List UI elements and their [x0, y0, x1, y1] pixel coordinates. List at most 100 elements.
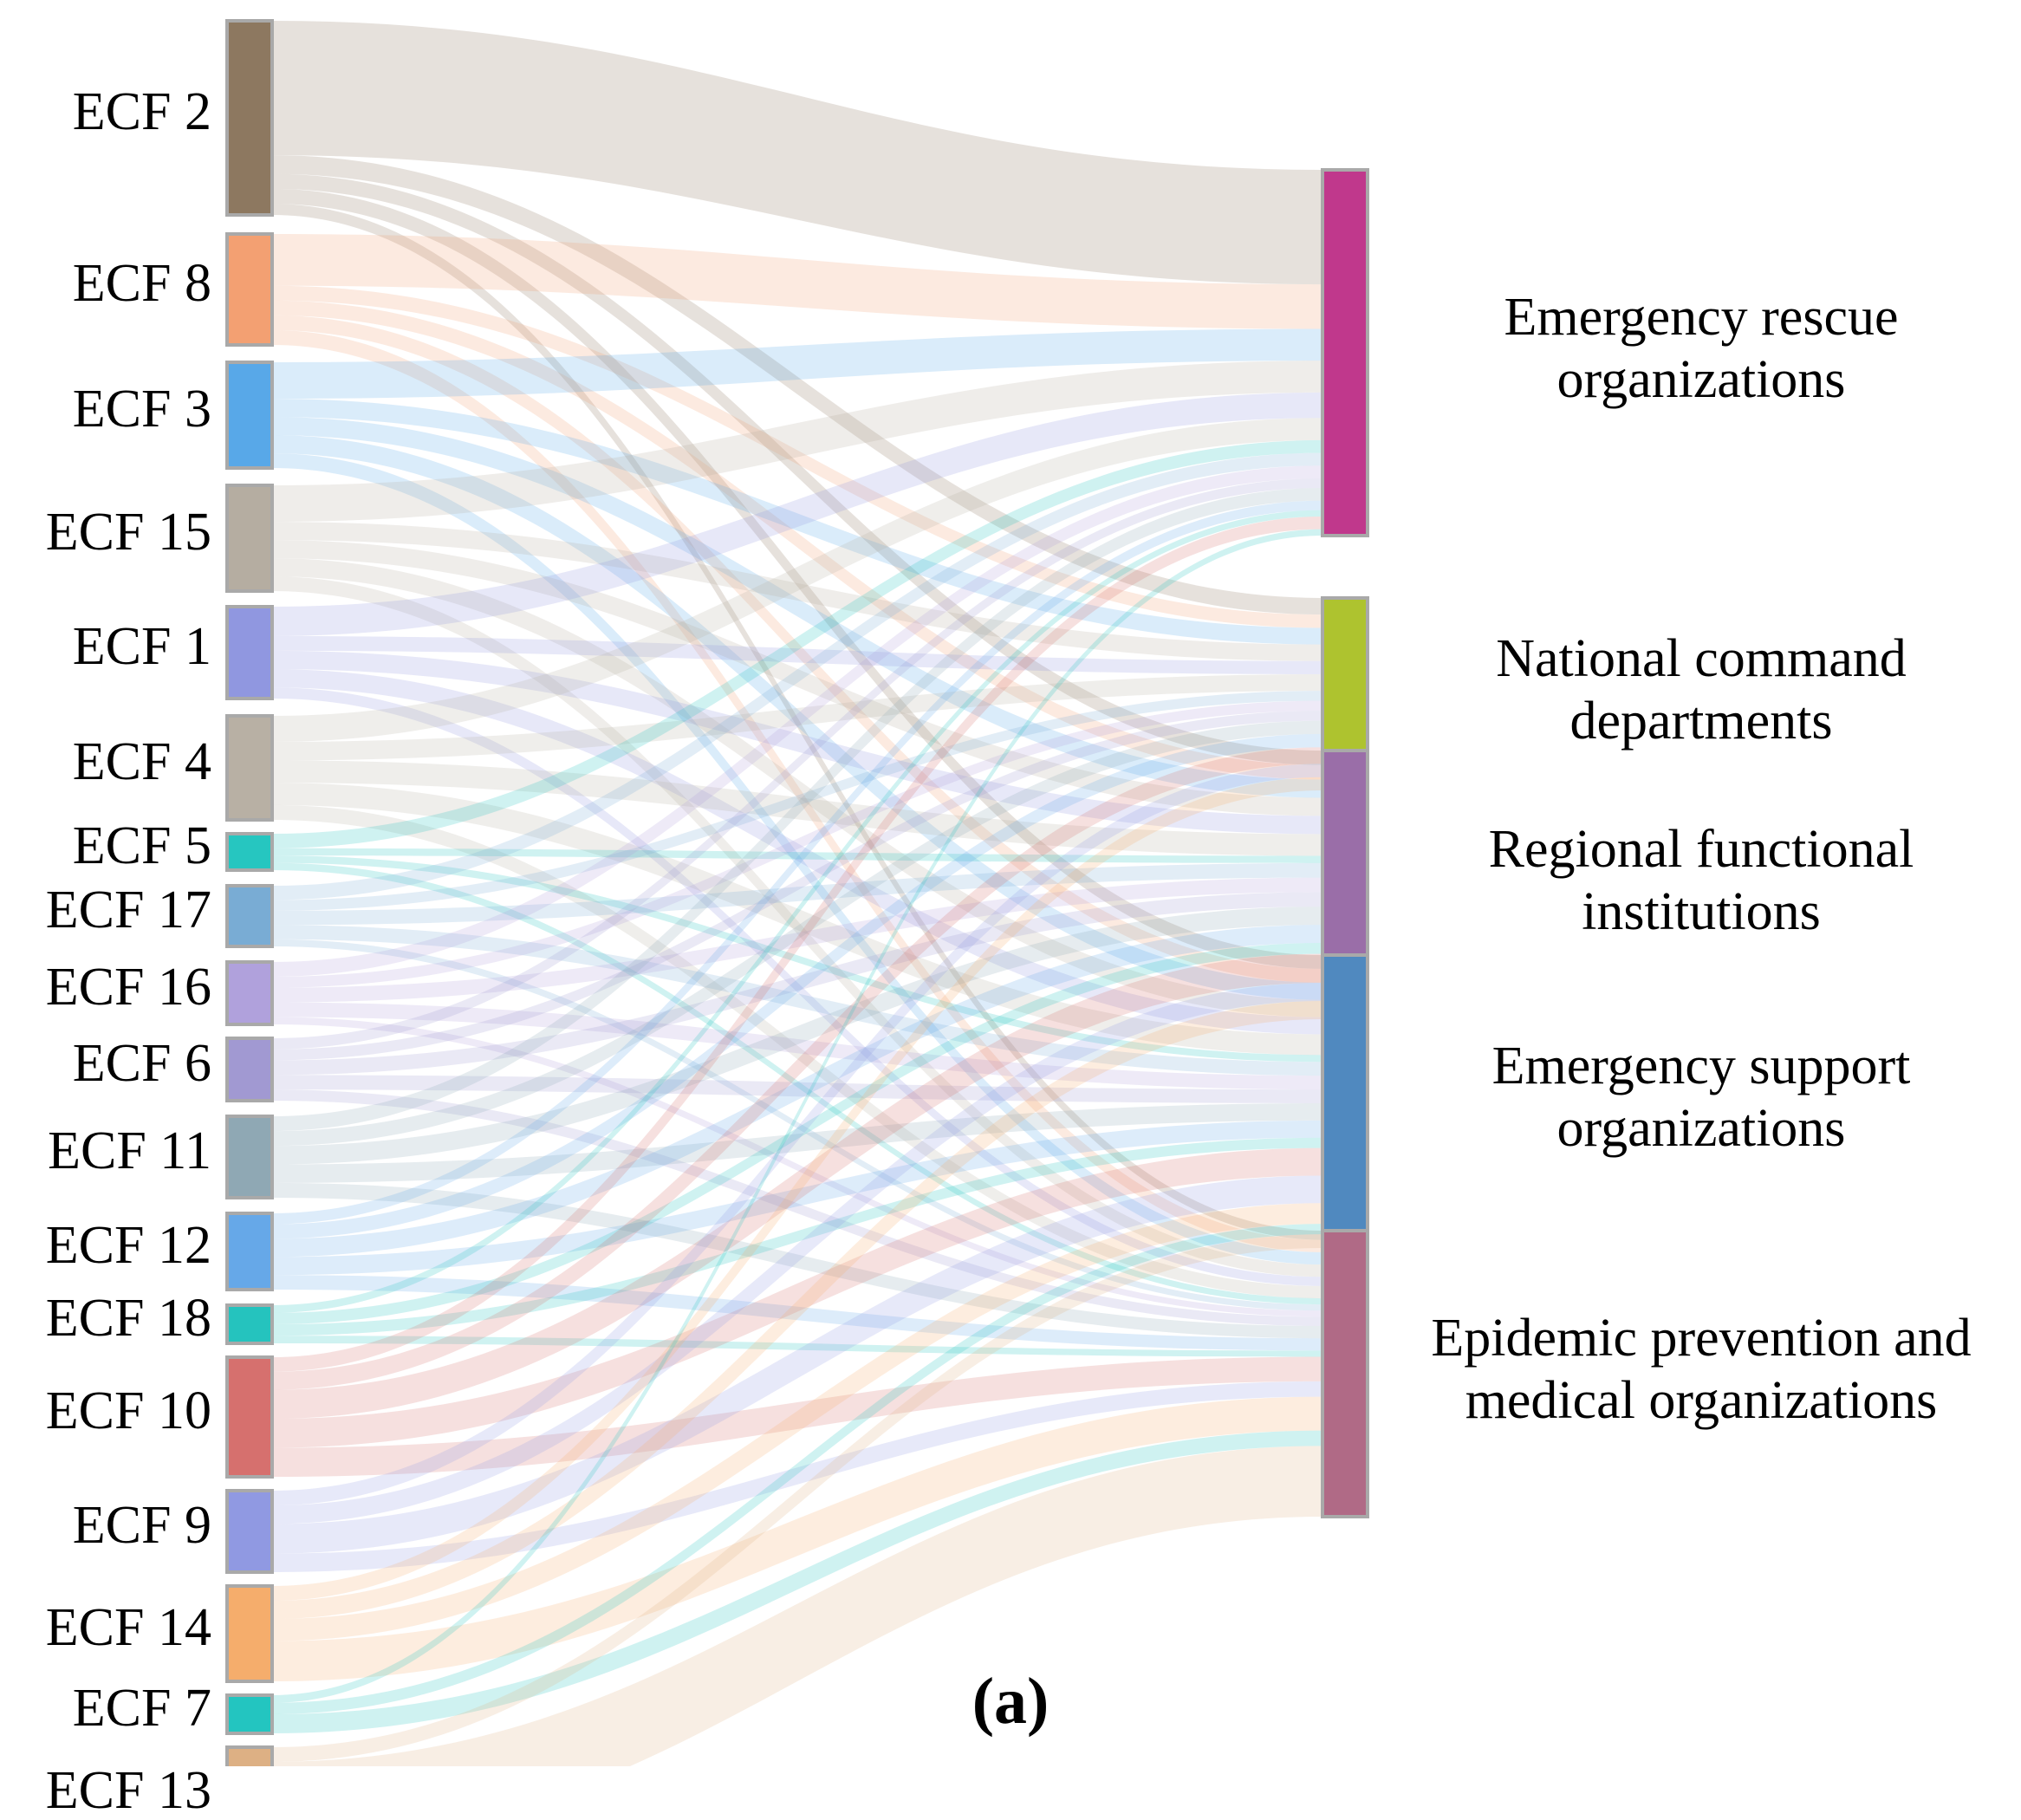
- sankey-link: [272, 361, 1322, 523]
- source-label-ecf-1: ECF 1: [72, 617, 211, 676]
- source-node-ecf-11[interactable]: [225, 1115, 274, 1199]
- sankey-link: [272, 1137, 1322, 1336]
- sankey-link: [272, 1234, 1322, 1762]
- source-node-ecf-2[interactable]: [225, 19, 274, 217]
- sankey-link: [272, 862, 1322, 1305]
- target-label-rfi: Regional functional institutions: [1488, 820, 1914, 941]
- sankey-link: [272, 399, 1322, 645]
- sankey-link: [272, 1120, 1322, 1276]
- target-label-eso: Emergency support organizations: [1491, 1037, 1911, 1158]
- source-node-ecf-18[interactable]: [225, 1303, 274, 1345]
- sankey-link: [272, 478, 1322, 1050]
- sankey-link: [272, 700, 1322, 988]
- sankey-link: [272, 392, 1322, 636]
- source-node-ecf-3[interactable]: [225, 361, 274, 470]
- sankey-svg: [225, 19, 1369, 1766]
- sankey-link: [272, 1356, 1322, 1477]
- sankey-link: [272, 465, 1322, 977]
- sankey-link: [272, 983, 1322, 1524]
- sankey-link: [272, 939, 1322, 1311]
- sankey-link: [272, 417, 1322, 798]
- sankey-link: [272, 687, 1322, 1286]
- sankey-link: [272, 892, 1322, 1076]
- source-label-ecf-3: ECF 3: [72, 380, 211, 439]
- source-node-ecf-5[interactable]: [225, 832, 274, 872]
- sankey-link: [272, 943, 1322, 1324]
- sankey-link: [272, 1182, 1322, 1339]
- sankey-link: [272, 1075, 1322, 1103]
- sankey-link: [272, 204, 1322, 1240]
- source-node-ecf-16[interactable]: [225, 960, 274, 1026]
- source-node-ecf-13[interactable]: [225, 1745, 274, 1766]
- sankey-links-layer: [272, 21, 1322, 1766]
- source-label-ecf-2: ECF 2: [72, 82, 211, 141]
- sankey-link: [272, 188, 1322, 969]
- sankey-link: [272, 329, 1322, 1252]
- source-label-ecf-6: ECF 6: [72, 1034, 211, 1093]
- sankey-link: [272, 452, 1322, 900]
- source-node-ecf-15[interactable]: [225, 484, 274, 593]
- sankey-link: [272, 1175, 1322, 1554]
- sankey-link: [272, 1089, 1322, 1326]
- sankey-link: [272, 510, 1322, 1313]
- sankey-link: [272, 234, 1322, 329]
- source-label-ecf-4: ECF 4: [72, 732, 211, 791]
- source-node-ecf-8[interactable]: [225, 232, 274, 347]
- sankey-link: [272, 516, 1322, 1372]
- source-label-ecf-12: ECF 12: [45, 1216, 211, 1275]
- target-label-ncd: National command departments: [1496, 629, 1907, 751]
- target-node-eso[interactable]: [1321, 953, 1369, 1250]
- sankey-link: [272, 650, 1322, 835]
- source-node-ecf-17[interactable]: [225, 884, 274, 948]
- source-label-ecf-16: ECF 16: [45, 958, 211, 1017]
- source-label-ecf-18: ECF 18: [45, 1289, 211, 1348]
- source-node-ecf-6[interactable]: [225, 1037, 274, 1102]
- sankey-link: [272, 1446, 1322, 1766]
- source-label-ecf-15: ECF 15: [45, 503, 211, 562]
- sankey-link: [272, 1001, 1322, 1620]
- source-node-ecf-7[interactable]: [225, 1693, 274, 1735]
- source-label-ecf-13: ECF 13: [45, 1761, 211, 1820]
- sankey-link: [272, 760, 1322, 856]
- source-node-ecf-10[interactable]: [225, 1355, 274, 1479]
- sankey-link: [272, 747, 1322, 1390]
- sankey-link: [272, 855, 1322, 1063]
- source-label-ecf-5: ECF 5: [72, 816, 211, 875]
- sankey-link: [272, 669, 1322, 1035]
- target-node-ero[interactable]: [1321, 168, 1369, 537]
- source-node-ecf-14[interactable]: [225, 1584, 274, 1683]
- sankey-link: [272, 522, 1322, 661]
- source-label-ecf-14: ECF 14: [45, 1598, 211, 1657]
- sankey-link: [272, 1147, 1322, 1448]
- target-node-epm[interactable]: [1321, 1229, 1369, 1518]
- sankey-link: [272, 315, 1322, 983]
- source-node-ecf-1[interactable]: [225, 605, 274, 700]
- sankey-link: [272, 848, 1322, 863]
- sankey-link: [272, 418, 1322, 742]
- sankey-link: [272, 635, 1322, 675]
- sankey-link: [272, 500, 1322, 1225]
- sankey-figure: ECF 2 ECF 8 ECF 3 ECF 15 ECF 1 ECF 4 ECF 5 ECF …: [45, 19, 1972, 1818]
- panel-caption: (a): [972, 1665, 1049, 1738]
- source-node-ecf-4[interactable]: [225, 714, 274, 822]
- sankey-link: [272, 1002, 1322, 1090]
- source-node-ecf-12[interactable]: [225, 1212, 274, 1291]
- sankey-link: [272, 487, 1322, 1132]
- sankey-link: [272, 173, 1322, 765]
- sankey-link: [272, 558, 1322, 1017]
- source-label-ecf-8: ECF 8: [72, 254, 211, 313]
- sankey-link: [272, 720, 1322, 1147]
- sankey-link: [272, 1275, 1322, 1351]
- sankey-link: [272, 733, 1322, 1239]
- sankey-link: [272, 804, 1322, 1299]
- sankey-link: [272, 711, 1322, 1061]
- sankey-link: [272, 777, 1322, 1601]
- sankey-link: [272, 1017, 1322, 1317]
- target-label-ero: Emergency rescue organizations: [1504, 288, 1899, 409]
- source-node-ecf-9[interactable]: [225, 1489, 274, 1574]
- source-label-ecf-17: ECF 17: [45, 881, 211, 939]
- source-label-ecf-9: ECF 9: [72, 1496, 211, 1555]
- sankey-link: [272, 439, 1322, 848]
- sankey-link: [272, 155, 1322, 615]
- sankey-link: [272, 907, 1322, 1165]
